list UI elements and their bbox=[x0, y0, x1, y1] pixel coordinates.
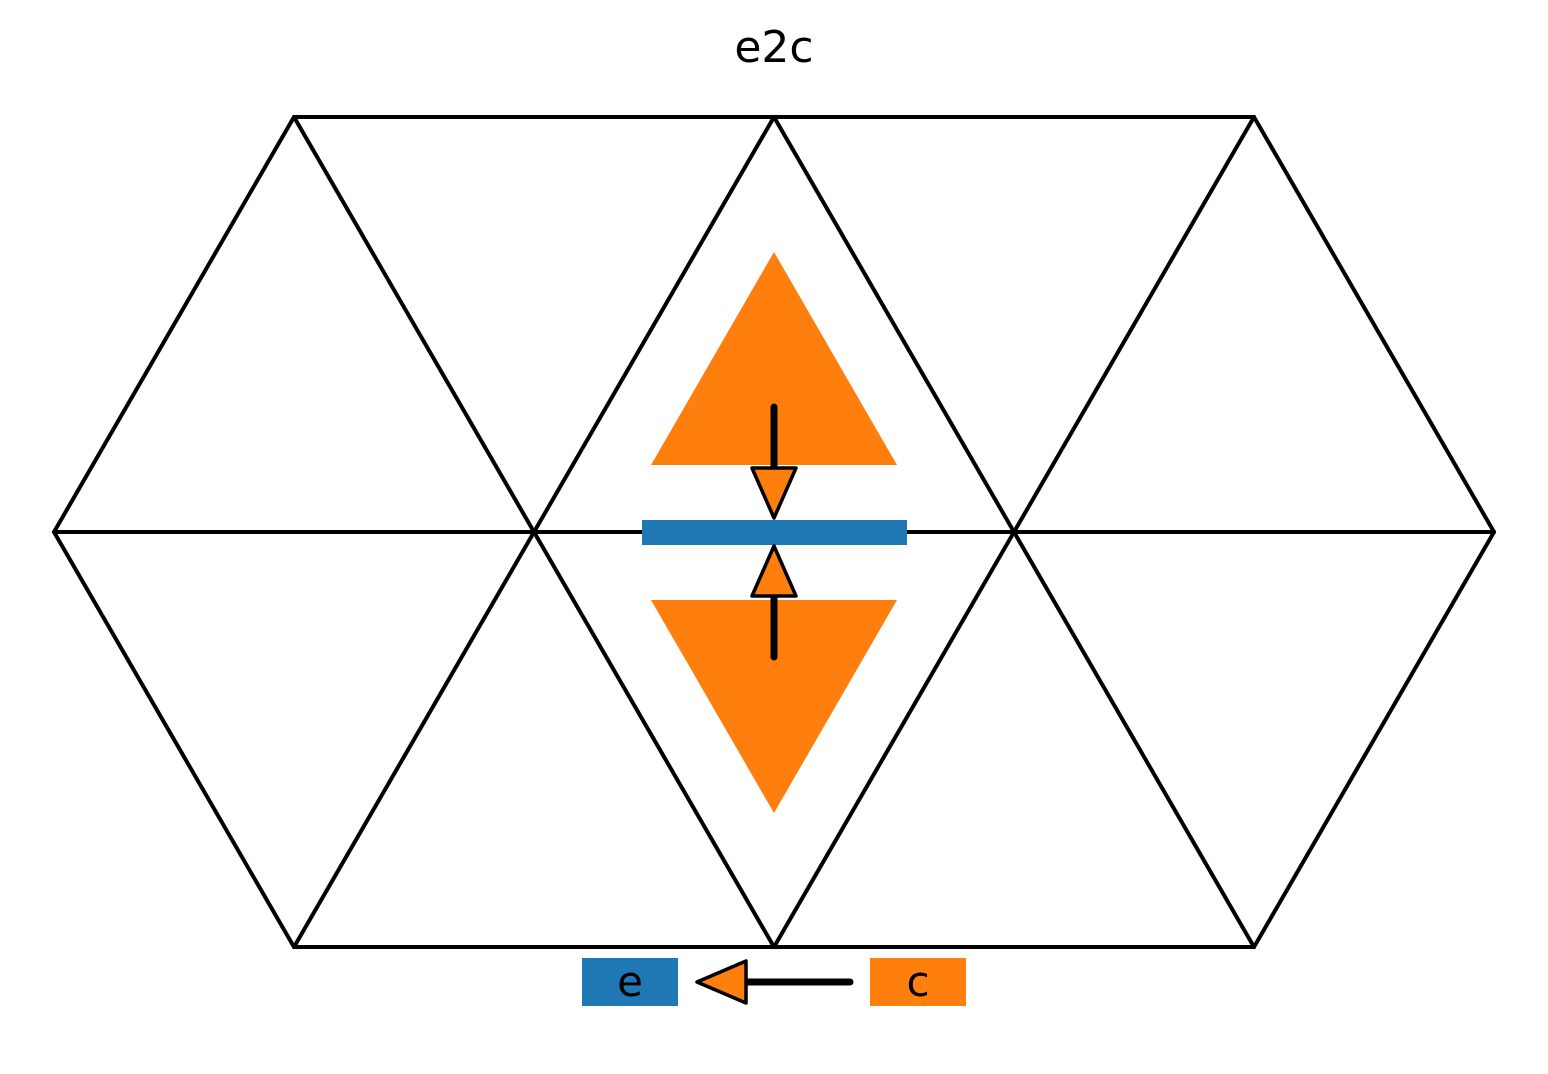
cell-triangle-upper bbox=[651, 252, 897, 465]
cell-triangle-lower bbox=[651, 600, 897, 813]
legend-target-edge: e bbox=[582, 958, 678, 1006]
edge-bar bbox=[642, 520, 907, 545]
mesh-line bbox=[52, 115, 296, 534]
legend-source-cell: c bbox=[870, 958, 966, 1006]
diagram-title: e2c bbox=[734, 22, 814, 73]
mesh-line bbox=[772, 115, 1256, 949]
arrow-up bbox=[750, 544, 798, 661]
mesh-line bbox=[1252, 530, 1496, 949]
arrow-down bbox=[750, 403, 798, 520]
mesh-line bbox=[292, 115, 776, 949]
legend-arrow bbox=[695, 959, 854, 1005]
mesh-line bbox=[1252, 115, 1496, 534]
mesh-line bbox=[52, 530, 296, 949]
